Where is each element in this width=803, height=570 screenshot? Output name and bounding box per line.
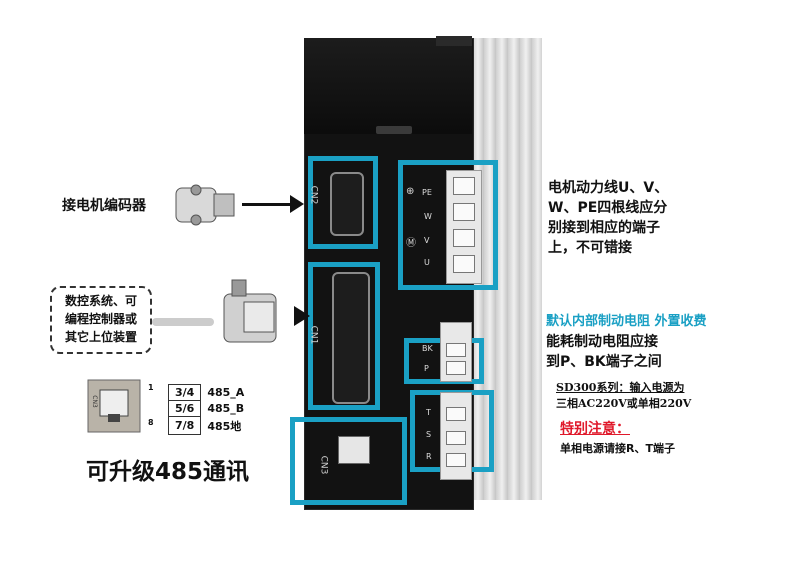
cnc-label-line2: 编程控制器或 [64,312,137,326]
brake-terminal-block [440,322,472,382]
rj45-jack-icon [86,378,142,438]
pin-cell: 5/6 [167,400,202,417]
cn1-connector [332,272,370,404]
cn3-rj45-jack [338,436,370,464]
motor-power-line2: W、PE四根线应分 [548,200,668,216]
signal-cell: 485_A [207,386,245,399]
power-terminal-block [440,392,472,480]
power-spec-line: 三相AC220V或单相220V [556,397,692,410]
rs485-upgrade-label: 可升级485通讯 [86,459,250,485]
encoder-arrow-head [290,195,304,213]
terminal-bk-label: BK [422,344,433,353]
signal-cell: 485_B [207,402,245,415]
terminal-pe-label: PE [422,188,432,197]
cnc-arrow-head [294,306,310,326]
motor-power-line1: 电机动力线U、V、 [548,180,669,196]
terminal-v-label: V [424,236,430,245]
cn3-highlight [290,417,407,505]
cnc-plug-icon [210,272,294,360]
motor-power-note: 电机动力线U、V、 W、PE四根线应分 别接到相应的端子 上，不可错接 [548,178,668,258]
cn3-label: CN3 [318,455,329,475]
cn1-highlight [308,262,380,410]
encoder-arrow-line [242,203,292,206]
terminal-t-label: T [426,408,431,417]
brake-line2: 到P、BK端子之间 [546,354,662,370]
cnc-label-line3: 其它上位装置 [64,330,137,344]
encoder-plug-icon [170,180,242,234]
brake-line1: 能耗制动电阻应接 [546,334,658,350]
motor-terminal-highlight [398,160,498,290]
cnc-label-line1: 数控系统、可 [64,294,137,308]
motor-power-line4: 上，不可错接 [548,240,632,256]
special-note-label: 特别注意： [560,421,630,437]
rj45-pin-8: 8 [148,418,154,427]
terminal-u-label: U [424,258,430,267]
drive-top-edge [436,36,472,46]
cnc-cable [152,318,214,326]
single-phase-note: 单相电源请接R、T端子 [560,442,675,455]
cn2-label: CN2 [308,185,319,205]
motor-power-line3: 别接到相应的端子 [548,220,660,236]
ground-icon: ⊕ [406,186,415,197]
terminal-p-label: P [424,364,429,373]
sd300-line: SD300系列：输入电源为 [556,381,685,394]
heatsink [472,38,542,500]
signal-cell: 485地 [207,419,242,433]
terminal-s-label: S [426,430,432,439]
cnc-controller-box: 数控系统、可 编程控制器或 其它上位装置 [50,286,152,354]
cn2-connector [330,172,364,236]
rj45-jack-label: CN3 [90,395,98,408]
table-row: 3/4 485_A [167,384,251,401]
power-input-note: SD300系列：输入电源为 三相AC220V或单相220V [556,380,691,412]
rj45-pin-1: 1 [148,383,154,392]
terminal-r-label: R [426,452,432,461]
drive-vent [376,126,412,134]
cn2-highlight [308,156,378,249]
cn1-label: CN1 [308,325,319,345]
rj45-pin-table: 3/4 485_A 5/6 485_B 7/8 485地 [167,384,251,435]
table-row: 7/8 485地 [167,416,251,435]
motor-terminal-block [446,170,482,284]
pin-cell: 7/8 [167,416,202,435]
pin-cell: 3/4 [167,384,202,401]
encoder-label: 接电机编码器 [62,198,146,214]
drive-top-panel [304,38,472,134]
motor-icon: Ⓜ [406,238,416,249]
table-row: 5/6 485_B [167,400,251,417]
terminal-w-label: W [424,212,432,221]
brake-note: 能耗制动电阻应接 到P、BK端子之间 [546,332,662,372]
brake-default-note: 默认内部制动电阻 外置收费 [546,314,707,329]
